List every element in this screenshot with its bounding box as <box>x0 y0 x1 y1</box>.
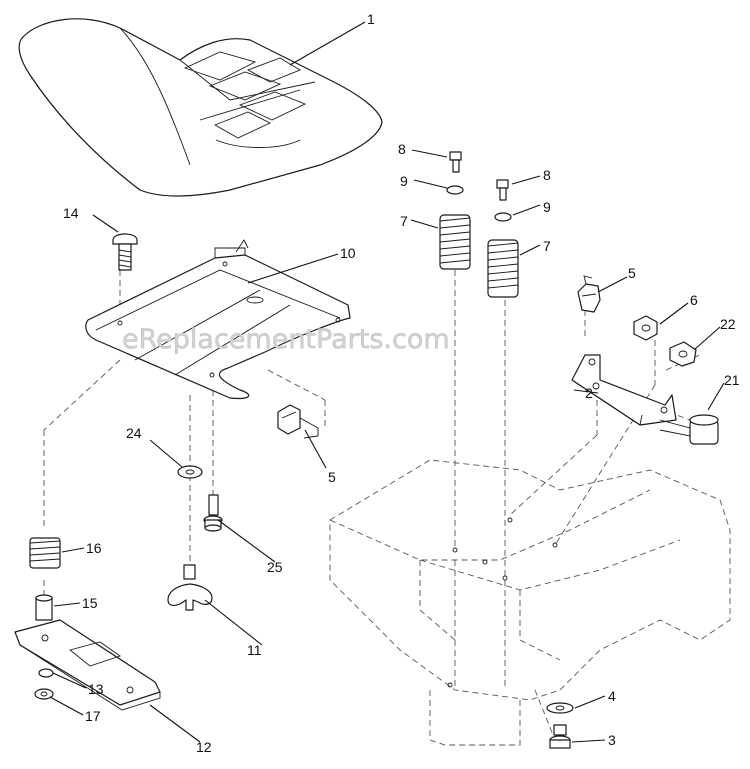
flat-washer-24 <box>177 465 203 479</box>
callout-9-right: 9 <box>543 199 551 215</box>
callout-17: 17 <box>85 708 101 724</box>
callout-14: 14 <box>63 205 79 221</box>
callout-6: 6 <box>690 292 698 308</box>
callout-5-right: 5 <box>628 265 636 281</box>
callout-12: 12 <box>196 739 212 755</box>
watermark-text: eReplacementParts.com <box>122 324 450 355</box>
flat-washer-13 <box>38 668 54 678</box>
hex-nut-22 <box>669 341 697 367</box>
callout-15: 15 <box>82 595 98 611</box>
callout-3: 3 <box>608 732 616 748</box>
callout-11: 11 <box>247 642 262 658</box>
spring-16 <box>29 537 61 569</box>
callout-5-left: 5 <box>328 469 336 485</box>
callout-1: 1 <box>367 11 375 27</box>
callout-8-left: 8 <box>398 141 406 157</box>
hex-nut-6 <box>633 315 658 341</box>
adjustment-bracket <box>14 619 161 711</box>
callout-7-left: 7 <box>400 213 408 229</box>
mounting-bracket <box>571 354 677 426</box>
seat-switch-left <box>277 404 319 439</box>
callout-25: 25 <box>267 559 283 575</box>
seat <box>18 18 383 197</box>
flat-washer-4 <box>546 702 574 714</box>
spacer <box>35 594 53 621</box>
wing-knob <box>167 564 213 611</box>
callout-7-right: 7 <box>543 238 551 254</box>
seat-switch-right <box>577 275 601 313</box>
washer-9-right <box>494 212 512 222</box>
shoulder-bolt <box>203 494 223 532</box>
callout-labels: 1 2 3 4 5 5 6 7 7 8 8 9 9 10 11 12 13 14… <box>63 11 740 755</box>
hex-bolt-21 <box>659 414 719 445</box>
leader-lines <box>49 21 725 743</box>
hex-bolt-3 <box>549 724 571 749</box>
callout-21: 21 <box>724 372 740 388</box>
callout-4: 4 <box>608 688 616 704</box>
seat-pan <box>85 239 351 400</box>
washer-9-left <box>446 185 464 195</box>
tractor-frame <box>329 459 731 746</box>
callout-2: 2 <box>585 385 593 401</box>
spring-7-left <box>439 214 471 270</box>
screw-8-right <box>496 179 509 201</box>
callout-13: 13 <box>88 681 104 697</box>
callout-16: 16 <box>86 540 102 556</box>
callout-10: 10 <box>340 245 356 261</box>
callout-8-right: 8 <box>543 167 551 183</box>
callout-9-left: 9 <box>400 173 408 189</box>
carriage-bolt <box>112 233 138 271</box>
callout-22: 22 <box>720 316 736 332</box>
screw-8-left <box>449 151 462 173</box>
callout-24: 24 <box>126 425 142 441</box>
hex-nut-17 <box>34 688 54 700</box>
spring-7-right <box>487 239 519 298</box>
